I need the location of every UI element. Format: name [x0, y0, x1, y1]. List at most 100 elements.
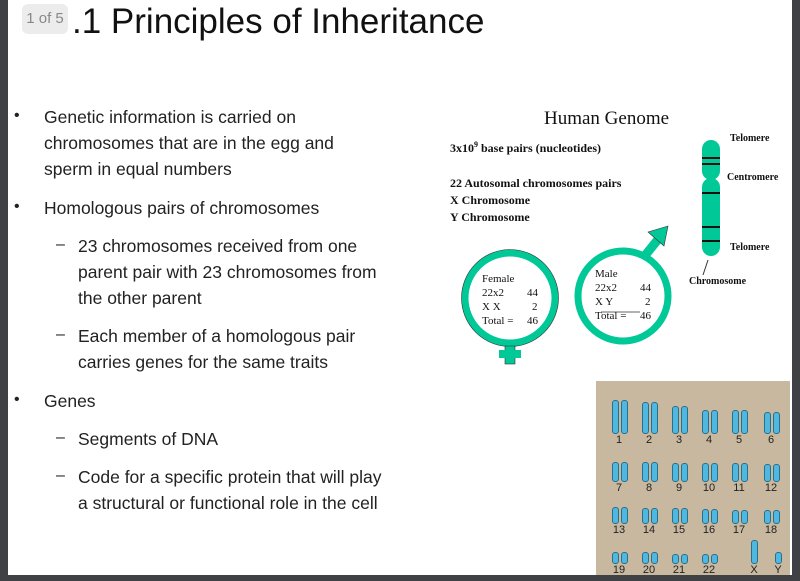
karyotype-label: 12 [764, 482, 778, 494]
bullet-icon: • [14, 107, 20, 124]
female-label: Female [482, 273, 515, 285]
bullet-text: 23 chromosomes received from one [78, 236, 358, 256]
dash-icon: – [56, 429, 65, 446]
chromosome-mark [741, 410, 748, 434]
chromosome-mark [621, 462, 628, 482]
chromosome-mark [702, 509, 709, 524]
chromosome-mark [702, 410, 709, 434]
karyotype-label: 15 [672, 524, 686, 536]
count-label: X Y [595, 296, 614, 308]
chromosome-mark [642, 552, 649, 564]
label-telomere-bottom: Telomere [730, 242, 770, 253]
chromosome-list-item: 22 Autosomal chromosomes pairs [450, 176, 622, 190]
chromosome-mark [711, 509, 718, 524]
chromosome-mark [612, 507, 619, 524]
count-value: 46 [640, 310, 651, 322]
bullet-icon: • [14, 198, 20, 215]
bullet-text: carries genes for the same traits [78, 352, 328, 372]
chromosome-mark [681, 463, 688, 482]
bullet-text: parent pair with 23 chromosomes from [78, 262, 377, 282]
karyotype-label: 2 [645, 434, 653, 446]
bullet-text: the other parent [78, 288, 202, 308]
slide: .1 Principles of Inheritance 1 of 5 • Gen… [8, 0, 792, 575]
karyotype-label: 11 [733, 482, 745, 494]
karyotype-label: Y [774, 564, 782, 576]
bullet-text: Each member of a homologous pair [78, 326, 356, 346]
chromosome-mark [672, 463, 679, 482]
karyotype-label: 14 [642, 524, 656, 536]
karyotype-label: 7 [615, 482, 623, 494]
chromosome-mark [642, 462, 649, 482]
chromosome-mark [672, 508, 679, 524]
chromosome-mark [621, 552, 628, 564]
slide-title: .1 Principles of Inheritance [72, 2, 485, 41]
karyotype-label: 21 [672, 564, 686, 576]
chromosome-mark [612, 462, 619, 482]
chromosome-list-item: X Chromosome [450, 193, 531, 207]
page-indicator: 1 of 5 [22, 4, 68, 34]
count-label: 22x2 [482, 287, 504, 299]
karyotype-label: 5 [735, 434, 743, 446]
chromosome-mark [651, 508, 658, 524]
dash-icon: – [56, 467, 65, 484]
label-centromere: Centromere [727, 172, 779, 183]
chromosome-mark [612, 400, 619, 434]
count-label: Total = [595, 310, 627, 322]
male-symbol [574, 225, 672, 345]
chromosome-mark [711, 410, 718, 434]
karyotype-label: 13 [612, 524, 626, 536]
chromosome-mark [651, 462, 658, 482]
chromosome-mark [773, 412, 780, 434]
karyotype-label: 4 [705, 434, 713, 446]
female-symbol [461, 249, 559, 365]
karyotype-label: 20 [642, 564, 656, 576]
chromosome-list: 22 Autosomal chromosomes pairs X Chromos… [450, 175, 621, 226]
bullet-text: Genetic information is carried on [44, 107, 296, 127]
chromosome-mark [773, 464, 780, 482]
karyotype-label: 6 [767, 434, 775, 446]
label-telomere-top: Telomere [730, 133, 770, 144]
count-label: 22x2 [595, 282, 617, 294]
bullet-text: Segments of DNA [78, 429, 219, 449]
karyotype-label: 1 [615, 434, 623, 446]
base-pairs-rest: base pairs (nucleotides) [478, 141, 601, 155]
chromosome-mark [711, 554, 718, 564]
karyotype-label: 9 [675, 482, 683, 494]
chromosome-illustration [702, 140, 720, 276]
karyotype-label: 16 [702, 524, 716, 536]
karyotype-label: 8 [645, 482, 653, 494]
base-pairs-value: 3x10 [450, 141, 474, 155]
bullet-text: Homologous pairs of chromosomes [44, 198, 320, 218]
chromosome-mark [773, 510, 780, 524]
chromosome-mark [681, 554, 688, 564]
karyotype-label: 19 [612, 564, 626, 576]
count-value: 2 [532, 301, 538, 313]
chromosome-mark [775, 552, 782, 564]
karyotype-label: 18 [764, 524, 778, 536]
bullet-icon: • [14, 391, 20, 408]
dash-icon: – [56, 236, 65, 253]
chromosome-mark [741, 463, 748, 482]
chromosome-mark [764, 412, 771, 434]
bullet-text: a structural or functional role in the c… [78, 493, 378, 513]
karyotype-label: X [750, 564, 758, 576]
chromosome-mark [621, 507, 628, 524]
chromosome-mark [702, 463, 709, 482]
karyotype-label: 22 [702, 564, 716, 576]
chromosome-mark [642, 402, 649, 434]
chromosome-mark [732, 410, 739, 434]
karyotype-label: 17 [732, 524, 746, 536]
base-pairs-exponent: 9 [474, 140, 478, 149]
base-pairs-text: 3x109 base pairs (nucleotides) [450, 140, 601, 156]
karyotype-label: 10 [702, 482, 716, 494]
male-label: Male [595, 268, 618, 280]
bullet-text: chromosomes that are in the egg and [44, 133, 334, 153]
count-label: X X [482, 301, 501, 313]
label-chromosome: Chromosome [689, 276, 747, 287]
bullet-text: sperm in equal numbers [44, 159, 232, 179]
genome-diagram [461, 140, 720, 365]
chromosome-mark [672, 554, 679, 564]
